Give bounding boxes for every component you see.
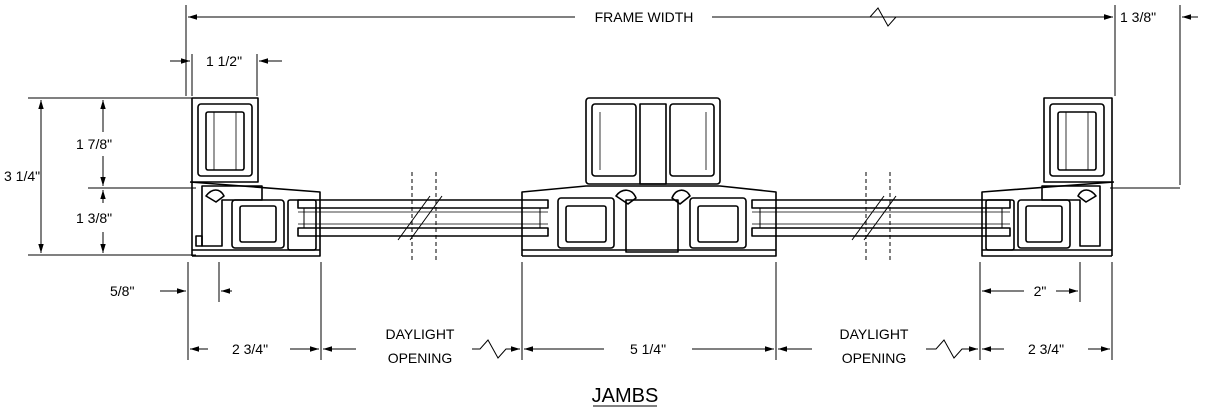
left-glazing-unit	[297, 172, 549, 262]
top-left-width-label: 1 1/2"	[206, 53, 242, 69]
right-glazing-unit	[751, 172, 1011, 262]
daylight-right-line1: DAYLIGHT	[840, 326, 909, 342]
left-jamb-width-label: 2 3/4"	[232, 341, 268, 357]
center-mullion-width-label: 5 1/4"	[630, 341, 666, 357]
right-jamb-profile	[981, 97, 1115, 257]
drawing-title: JAMBS	[592, 385, 659, 407]
upper-height-label: 1 7/8"	[76, 136, 112, 152]
center-mullion-profile	[521, 97, 777, 257]
left-jamb-profile	[189, 97, 321, 257]
right-jamb-width-label: 2 3/4"	[1028, 341, 1064, 357]
title-text: JAMBS	[592, 385, 659, 407]
daylight-right-line2: OPENING	[842, 350, 907, 366]
right-inner-width-label: 2"	[1034, 283, 1047, 299]
face-offset-label: 5/8"	[110, 283, 134, 299]
dimension-lines	[28, 5, 1198, 360]
frame-width-label: FRAME WIDTH	[595, 9, 694, 25]
top-right-offset-label: 1 3/8"	[1120, 9, 1156, 25]
daylight-left-line2: OPENING	[388, 350, 453, 366]
daylight-left-line1: DAYLIGHT	[386, 326, 455, 342]
dimension-labels: FRAME WIDTH 1 3/8" 1 1/2" 3 1/4" 1 7/8" …	[4, 8, 1156, 366]
overall-height-label: 3 1/4"	[4, 168, 40, 184]
lower-height-label: 1 3/8"	[76, 210, 112, 226]
